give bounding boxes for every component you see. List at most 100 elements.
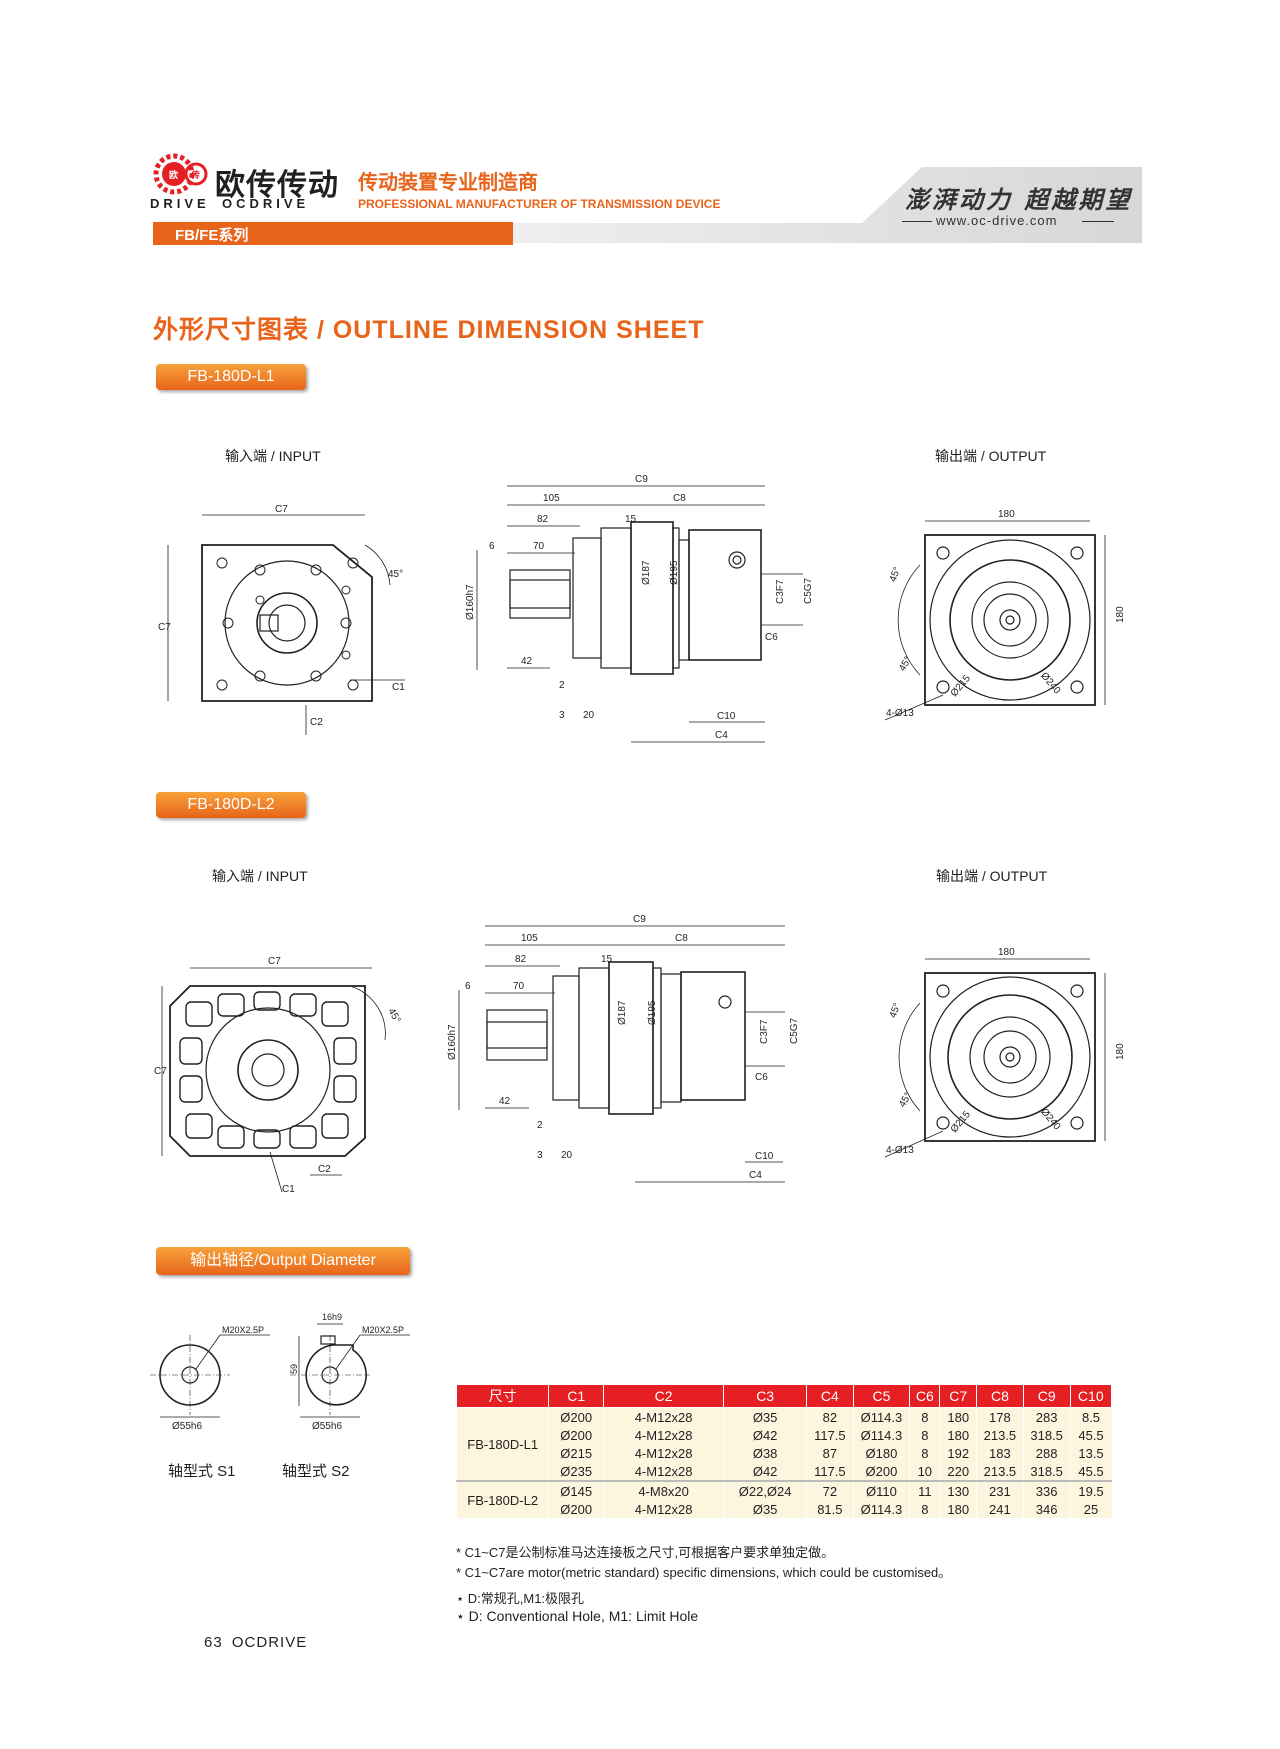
footer-brand: OCDRIVE bbox=[231, 1634, 308, 1651]
dim-dia215-l1: Ø215 bbox=[949, 673, 973, 699]
shaft-s1-drawing: M20X2.5P Ø55h6 bbox=[150, 1325, 270, 1430]
col-c6: C6 bbox=[909, 1384, 941, 1408]
dim-c10-l1: C10 bbox=[717, 711, 736, 722]
dim-dia160-l1: Ø160h7 bbox=[465, 584, 476, 620]
cell: Ø235 bbox=[548, 1462, 604, 1481]
website-line-right bbox=[1082, 221, 1114, 222]
dim-dia187-l2: Ø187 bbox=[617, 1000, 628, 1025]
cell: 288 bbox=[1022, 1444, 1071, 1462]
cell: 283 bbox=[1022, 1407, 1071, 1426]
cell: 117.5 bbox=[806, 1426, 854, 1444]
cell: 4-M12x28 bbox=[602, 1426, 724, 1444]
dim-dia187-l1: Ø187 bbox=[641, 560, 652, 585]
cell: Ø200 bbox=[548, 1500, 604, 1518]
s2-diameter: Ø55h6 bbox=[312, 1421, 342, 1430]
col-c5: C5 bbox=[852, 1384, 911, 1408]
dim-c7-top: C7 bbox=[275, 505, 288, 515]
cell: 231 bbox=[976, 1480, 1024, 1500]
dim-c4-l1: C4 bbox=[715, 730, 728, 741]
dim-82-l1: 82 bbox=[537, 514, 549, 525]
cell: 8.5 bbox=[1069, 1407, 1112, 1426]
cell: 4-M12x28 bbox=[602, 1407, 724, 1426]
cell: Ø35 bbox=[723, 1407, 807, 1426]
angle-45-a-l2: 45° bbox=[888, 1002, 904, 1020]
s2-key-width: 16h9 bbox=[322, 1312, 342, 1322]
input-view-l1: C7 C7 45° C1 C2 bbox=[158, 505, 405, 735]
dim-105-l2: 105 bbox=[521, 933, 538, 944]
dim-105-l1: 105 bbox=[543, 493, 560, 504]
cell: Ø180 bbox=[852, 1444, 910, 1462]
cell: 117.5 bbox=[806, 1462, 854, 1481]
dim-2-l1: 2 bbox=[559, 680, 565, 691]
cell: 81.5 bbox=[806, 1500, 854, 1518]
angle-45-b-l1: 45° bbox=[897, 655, 914, 674]
cell: 8 bbox=[909, 1407, 940, 1426]
dim-dia195-l1: Ø195 bbox=[669, 560, 680, 585]
table-row: Ø215 4-M12x28 Ø38 87 Ø180 8 192 183 288 … bbox=[457, 1444, 1112, 1462]
note-4: ⋆ D: Conventional Hole, M1: Limit Hole bbox=[456, 1608, 699, 1624]
dim-42-l2: 42 bbox=[499, 1096, 511, 1107]
cell: 45.5 bbox=[1069, 1462, 1112, 1481]
spec-table-header: 尺寸 C1 C2 C3 C4 C5 C6 C7 C8 C9 C10 bbox=[455, 1384, 1113, 1408]
input-label-l2: 输入端 / INPUT bbox=[212, 868, 308, 884]
cell: 72 bbox=[806, 1480, 854, 1500]
dim-c2-l1: C2 bbox=[310, 717, 323, 728]
cell: Ø200 bbox=[548, 1426, 604, 1444]
shaft-s2-label: 轴型式 S2 bbox=[282, 1463, 350, 1480]
series-bar: FB/FE系列 bbox=[153, 222, 513, 245]
dim-3-l1: 3 bbox=[559, 710, 565, 721]
model-badge-l2: FB-180D-L2 bbox=[156, 792, 306, 818]
note-3: ⋆ D:常规孔,M1:极限孔 bbox=[456, 1591, 585, 1606]
cell: 213.5 bbox=[976, 1426, 1024, 1444]
cell: 87 bbox=[806, 1444, 854, 1462]
cell: 4-M8x20 bbox=[602, 1480, 724, 1500]
cell: 19.5 bbox=[1069, 1480, 1112, 1500]
dim-180-side-l2: 180 bbox=[1115, 1043, 1126, 1060]
dim-c5g7-l1: C5G7 bbox=[803, 577, 814, 604]
s1-thread: M20X2.5P bbox=[222, 1325, 264, 1335]
cell: 346 bbox=[1022, 1500, 1071, 1518]
cell: 4-M12x28 bbox=[602, 1500, 724, 1518]
cell: Ø22,Ø24 bbox=[723, 1480, 807, 1500]
brand-logo: 欧 传 bbox=[150, 150, 210, 204]
side-view-l2: C9 105 C8 82 15 70 6 C3F7 C5G7 C6 Ø187 Ø… bbox=[447, 914, 800, 1183]
col-c2: C2 bbox=[602, 1384, 725, 1408]
side-view-l1: C9 105 C8 82 15 70 6 C3F7 C5G7 C6 Ø187 Ø… bbox=[465, 474, 814, 743]
col-c1: C1 bbox=[548, 1384, 604, 1408]
spec-table: 尺寸 C1 C2 C3 C4 C5 C6 C7 C8 C9 C10 FB-180… bbox=[455, 1384, 1113, 1518]
col-c10: C10 bbox=[1069, 1384, 1113, 1408]
dim-c7-side: C7 bbox=[158, 622, 171, 633]
dim-c9-l2: C9 bbox=[633, 914, 646, 925]
dim-c1-l1: C1 bbox=[392, 682, 405, 693]
cell: Ø145 bbox=[548, 1480, 604, 1500]
dim-c2-l2: C2 bbox=[318, 1164, 331, 1175]
cell: Ø38 bbox=[723, 1444, 807, 1462]
dim-15-l1: 15 bbox=[625, 514, 637, 525]
cell: 8 bbox=[909, 1426, 940, 1444]
dim-6-l1: 6 bbox=[489, 541, 495, 552]
angle-45-l1-in: 45° bbox=[388, 569, 403, 580]
dim-c3f7-l1: C3F7 bbox=[775, 579, 786, 604]
dim-20-l1: 20 bbox=[583, 710, 595, 721]
col-c7: C7 bbox=[939, 1384, 978, 1408]
cell: 192 bbox=[939, 1444, 977, 1462]
brand-name-cn: 欧传传动 bbox=[215, 169, 339, 202]
angle-45-b-l2: 45° bbox=[897, 1091, 914, 1110]
header-gray-band bbox=[362, 167, 1142, 243]
dim-c6-l1: C6 bbox=[765, 632, 778, 643]
input-view-l2: C7 C7 45° C2 C1 bbox=[154, 956, 402, 1195]
cell: Ø114.3 bbox=[852, 1426, 910, 1444]
output-view-l2: 180 180 45° 45° Ø215 Ø240 4-Ø13 bbox=[884, 947, 1126, 1158]
dim-15-l2: 15 bbox=[601, 954, 613, 965]
table-row: Ø200 4-M12x28 Ø35 81.5 Ø114.3 8 180 241 … bbox=[457, 1500, 1112, 1518]
svg-text:传: 传 bbox=[190, 169, 200, 180]
slogan: 澎湃动力 超越期望 bbox=[905, 185, 1133, 214]
output-view-l1: 180 180 45° 45° Ø215 Ø240 4-Ø13 bbox=[884, 509, 1126, 721]
dim-180-top-l1: 180 bbox=[998, 509, 1015, 520]
tagline-en: PROFESSIONAL MANUFACTURER OF TRANSMISSIO… bbox=[358, 197, 721, 211]
col-c3: C3 bbox=[723, 1384, 808, 1408]
website-line-left bbox=[902, 221, 932, 222]
cell: 180 bbox=[939, 1500, 977, 1518]
dim-dia160-l2: Ø160h7 bbox=[447, 1024, 458, 1060]
cell: Ø215 bbox=[548, 1444, 604, 1462]
